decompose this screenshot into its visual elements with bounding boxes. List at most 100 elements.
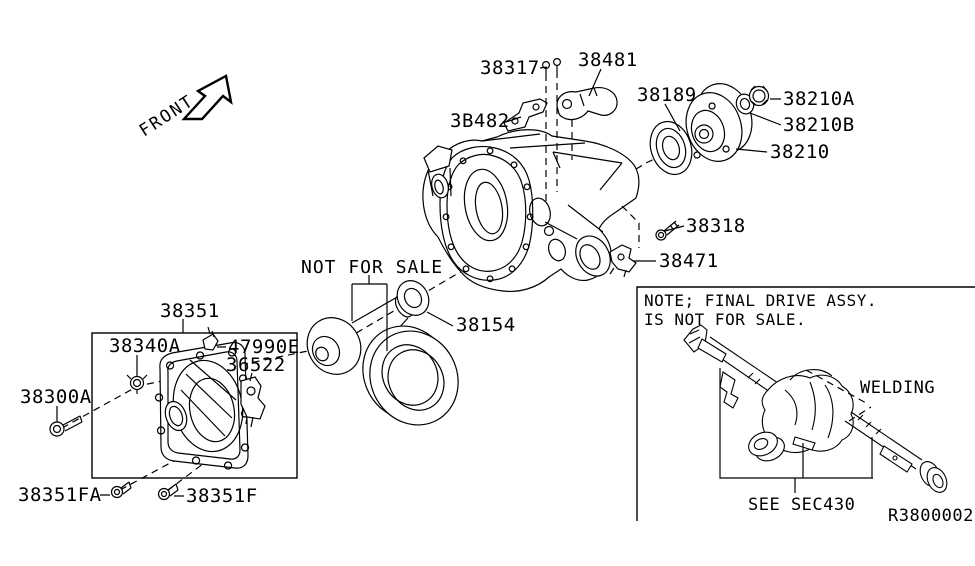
- washer-inner: [739, 97, 751, 111]
- axle-tube-bore: [579, 244, 601, 270]
- carrier-housing: [422, 129, 640, 293]
- nut-inner: [752, 89, 766, 103]
- tube-clips-right: [857, 414, 882, 435]
- ring-gear-front: [369, 330, 459, 426]
- housing-left-boss-face: [431, 173, 449, 199]
- cover-parts-box: [91, 332, 298, 479]
- axle-tube-right: [844, 411, 923, 470]
- cover-ribs: [180, 359, 237, 437]
- spring-seat-hole: [892, 455, 898, 461]
- housing-left-boss: [423, 145, 453, 173]
- bolt-head-inner: [113, 488, 121, 496]
- label-38317: 38317: [480, 57, 540, 79]
- flange-hub-ring: [690, 109, 726, 153]
- bracket-hole-2: [532, 103, 540, 111]
- spring-seat-right: [879, 445, 913, 473]
- label-leader-lines: [56, 66, 782, 497]
- nut-head: [129, 375, 145, 391]
- housing-left-boss-neck: [427, 167, 452, 197]
- bolt-38318: [655, 220, 680, 241]
- label-38210: 38210: [770, 141, 830, 163]
- bracket-plate: [503, 98, 548, 132]
- flange-front: [685, 92, 743, 162]
- note-box-border: [636, 286, 975, 521]
- cover-plug-hole: [168, 405, 184, 427]
- bracket-feet: [609, 267, 627, 278]
- bracket-hole: [246, 386, 256, 396]
- bolt-head-inner: [160, 490, 168, 498]
- pinion-bore: [315, 346, 329, 362]
- housing-flange-inner: [446, 153, 527, 272]
- housing-flange-ring: [439, 145, 534, 281]
- label-38300a: 38300A: [20, 386, 92, 408]
- pinion-axis-dashed-line: [345, 135, 705, 340]
- seal-outer: [649, 120, 693, 176]
- screw-head-2: [552, 57, 561, 66]
- part-number-labels: 38317 38481 3B482 38189 38210A 38210B 38…: [18, 49, 855, 507]
- clip-stem: [207, 326, 215, 338]
- flange-hub: [694, 124, 714, 144]
- bracket-stud: [245, 416, 254, 428]
- nut-bore: [132, 378, 142, 388]
- bolt-head: [157, 487, 171, 501]
- label-38210b: 38210B: [783, 114, 855, 136]
- bolt-head: [49, 421, 65, 437]
- nut-outer: [748, 85, 770, 107]
- leader-lines: [56, 66, 873, 497]
- label-38471: 38471: [659, 250, 719, 272]
- label-47990e: 47990E: [228, 336, 300, 358]
- housing-opening: [463, 168, 509, 242]
- screws-38317: [541, 57, 561, 74]
- bracket-strap: [556, 87, 618, 121]
- label-38189: 38189: [637, 84, 697, 106]
- bolt-shaft: [663, 220, 680, 236]
- note-line-1: NOTE; FINAL DRIVE ASSY.: [644, 291, 877, 310]
- tube-clips-left: [747, 372, 761, 385]
- screw-drop-dashed-lines: [545, 71, 573, 206]
- ring-gear: [362, 325, 459, 426]
- cover-outline: [159, 341, 249, 469]
- annotations: NOT FOR SALE NOTE; FINAL DRIVE ASSY. IS …: [301, 257, 973, 526]
- housing-boss: [547, 238, 567, 262]
- housing-left-boss-bore: [434, 179, 444, 195]
- housing-bolt-holes: [442, 147, 534, 283]
- rear-axle-assembly: [683, 324, 948, 493]
- front-direction: FRONT: [136, 74, 233, 141]
- bolt-shaft: [62, 415, 83, 432]
- bracket-body: [609, 244, 637, 273]
- bolt-38318-dashed-line: [621, 205, 640, 248]
- output-drum-front: [748, 431, 778, 457]
- label-38481: 38481: [578, 49, 638, 71]
- not-for-sale-label: NOT FOR SALE: [301, 257, 443, 278]
- see-sec430-label: SEE SEC430: [748, 495, 855, 515]
- seal-mid: [655, 127, 687, 169]
- companion-flange-38210: [685, 83, 753, 162]
- bracket-clamp-hole: [561, 98, 573, 110]
- welding-label: WELDING: [860, 378, 935, 398]
- bolt-head: [655, 229, 667, 241]
- see-sec430-bracket: [719, 368, 873, 493]
- locating-dashed-lines: [545, 71, 640, 248]
- bracket-hole-1: [511, 117, 519, 125]
- bracket-body: [240, 376, 266, 420]
- not-for-sale-bracket: [351, 275, 388, 351]
- label-36522: 36522: [226, 354, 286, 376]
- bolt-38300a: [49, 415, 83, 437]
- pinion-pocket: [529, 197, 551, 227]
- ring-gear-hole-front: [387, 349, 445, 411]
- label-38351: 38351: [160, 300, 220, 322]
- note-line-2: IS NOT FOR SALE.: [644, 310, 806, 329]
- nut-facets: [126, 374, 148, 394]
- label-38154: 38154: [456, 314, 516, 336]
- label-38340a: 38340A: [109, 335, 181, 357]
- label-38318: 38318: [686, 215, 746, 237]
- rear-cover-38351: [154, 341, 250, 470]
- screw-shanks: [545, 65, 558, 74]
- flange-bore: [698, 128, 710, 140]
- ring-gear-hole-back: [381, 344, 439, 406]
- front-arrow-icon: [181, 74, 233, 121]
- axle-tube-opening: [575, 235, 611, 277]
- welding-dashed-lines: [805, 369, 872, 422]
- bolt-shaft: [120, 481, 132, 495]
